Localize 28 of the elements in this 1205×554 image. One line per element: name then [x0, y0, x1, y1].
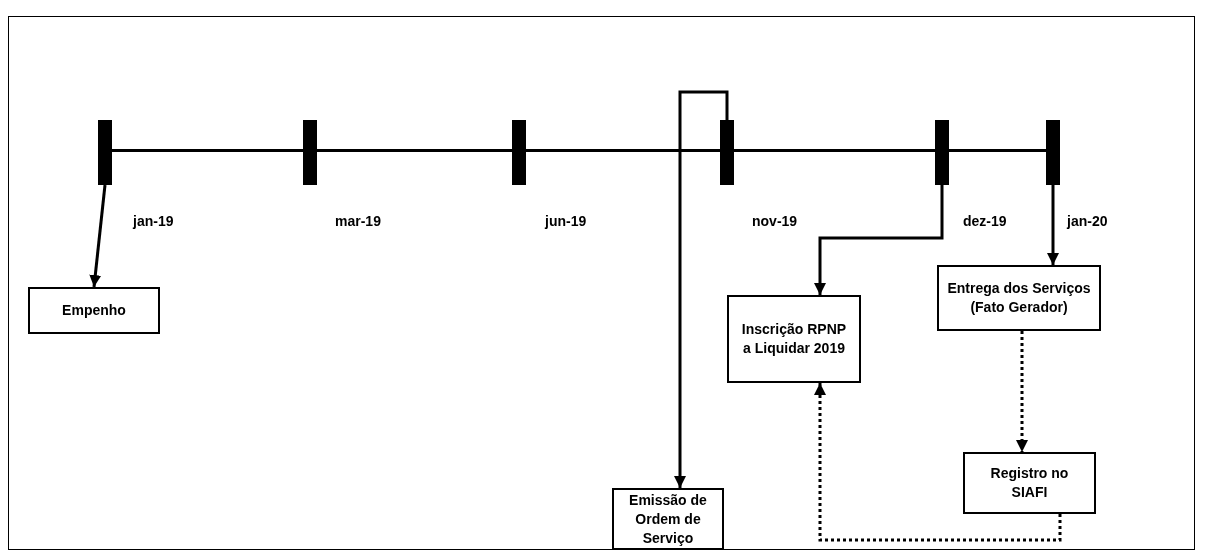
timeline-line [112, 149, 303, 152]
process-box: Entrega dos Serviços (Fato Gerador) [937, 265, 1101, 331]
timeline-marker [98, 120, 112, 185]
arrow [674, 90, 729, 488]
dotted-arrow [814, 383, 1062, 542]
month-label: jan-20 [1067, 213, 1108, 229]
month-label: dez-19 [963, 213, 1007, 229]
timeline-marker [720, 120, 734, 185]
month-label: mar-19 [335, 213, 381, 229]
timeline-marker [512, 120, 526, 185]
process-box: Emissão de Ordem de Serviço [612, 488, 724, 550]
timeline-marker [303, 120, 317, 185]
timeline-line [526, 149, 720, 152]
timeline-line [734, 149, 935, 152]
month-label: jan-19 [133, 213, 174, 229]
process-box: Empenho [28, 287, 160, 334]
month-label: jun-19 [545, 213, 587, 229]
timeline-marker [935, 120, 949, 185]
dotted-arrow [1016, 331, 1028, 452]
arrow [89, 184, 107, 288]
arrow [814, 185, 944, 295]
timeline-line [949, 149, 1046, 152]
month-label: nov-19 [752, 213, 798, 229]
timeline-marker [1046, 120, 1060, 185]
process-box: Inscrição RPNP a Liquidar 2019 [727, 295, 861, 383]
timeline-line [317, 149, 512, 152]
arrow [1047, 185, 1059, 265]
process-box: Registro no SIAFI [963, 452, 1096, 514]
